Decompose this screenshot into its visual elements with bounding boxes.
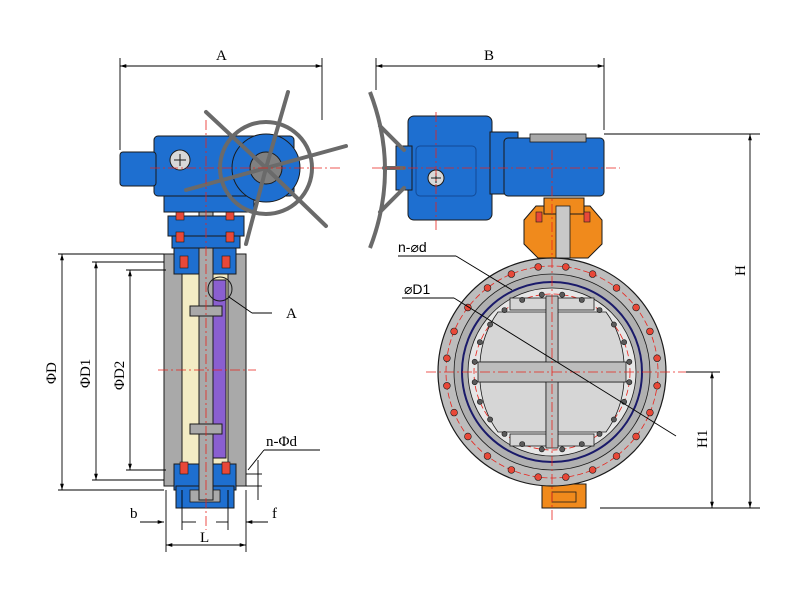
dim-b-label: b <box>130 506 138 522</box>
bolt-hole <box>578 296 585 303</box>
bolt-hole <box>464 432 472 441</box>
bolt-hole <box>519 441 526 447</box>
bolt-hole <box>626 379 633 386</box>
dim-d-label: ΦD <box>44 362 60 384</box>
bolt-hole <box>588 270 597 278</box>
bolt-hole <box>487 416 493 423</box>
bolt-hole <box>487 321 493 328</box>
disc-segments <box>479 297 625 447</box>
bolt-hole <box>443 382 451 390</box>
bolt-hole <box>507 270 516 278</box>
bolt-hole <box>507 466 516 474</box>
bolt-hole <box>538 446 545 453</box>
bolt-hole <box>611 416 617 423</box>
front-n-d-label: n-⌀d <box>398 239 427 255</box>
dim-h1-label: H1 <box>695 430 711 448</box>
bolt-hole <box>653 354 661 362</box>
bolt-hole <box>562 263 570 271</box>
bolt-hole <box>626 358 633 365</box>
front-handwheel <box>368 91 387 249</box>
bolt-hole <box>450 408 458 417</box>
side-n-d-label: n-Φd <box>266 434 297 450</box>
dim-l-label: L <box>200 530 209 546</box>
bolt-hole <box>443 354 451 362</box>
bolt-hole <box>632 432 640 441</box>
bolt-hole <box>559 291 566 298</box>
bolt-hole <box>476 398 483 405</box>
bolt-hole <box>501 307 508 313</box>
bottom-bracket <box>541 483 587 509</box>
outer-bolt-holes <box>443 263 661 481</box>
inner-bolt-holes <box>471 291 633 453</box>
bolt-hole <box>471 358 478 365</box>
bolt-hole <box>534 263 542 271</box>
dim-d2-label: ΦD2 <box>112 361 128 390</box>
bolt-hole <box>501 430 508 437</box>
front-view: B H H1 n-⌀d ⌀D1 <box>368 48 760 520</box>
bolt-hole <box>534 473 542 481</box>
bolt-hole <box>621 339 627 346</box>
dim-a-label: A <box>216 48 227 64</box>
front-d1-label: ⌀D1 <box>404 281 431 297</box>
bolt-hole <box>596 307 603 313</box>
bolt-hole <box>476 339 483 346</box>
bolt-hole <box>588 466 597 474</box>
bolt-hole <box>612 284 621 292</box>
dim-b-width-label: B <box>484 48 494 64</box>
bolt-hole <box>632 303 640 312</box>
bolt-hole <box>578 441 585 447</box>
bolt-hole <box>653 382 661 390</box>
handwheel-spokes <box>184 90 348 246</box>
bolt-hole <box>612 452 621 460</box>
bolt-hole <box>596 430 603 437</box>
detail-a-circle <box>207 276 233 302</box>
bolt-hole <box>611 321 617 328</box>
dim-h-label: H <box>733 265 749 276</box>
dim-d1-label: ΦD1 <box>78 359 94 388</box>
bolt-hole <box>483 284 492 292</box>
bolt-hole <box>646 327 654 336</box>
bolt-hole <box>559 446 566 453</box>
bolt-hole <box>646 408 654 417</box>
bolt-hole <box>519 296 526 303</box>
bolt-hole <box>562 473 570 481</box>
bolt-hole <box>538 291 545 298</box>
bolt-hole <box>483 452 492 460</box>
dim-f-label: f <box>272 506 277 522</box>
top-bracket <box>523 197 603 259</box>
detail-a-label: A <box>286 306 297 322</box>
bolt-hole <box>471 379 478 386</box>
bolt-hole <box>450 327 458 336</box>
side-view: A A ΦD <box>44 48 348 552</box>
